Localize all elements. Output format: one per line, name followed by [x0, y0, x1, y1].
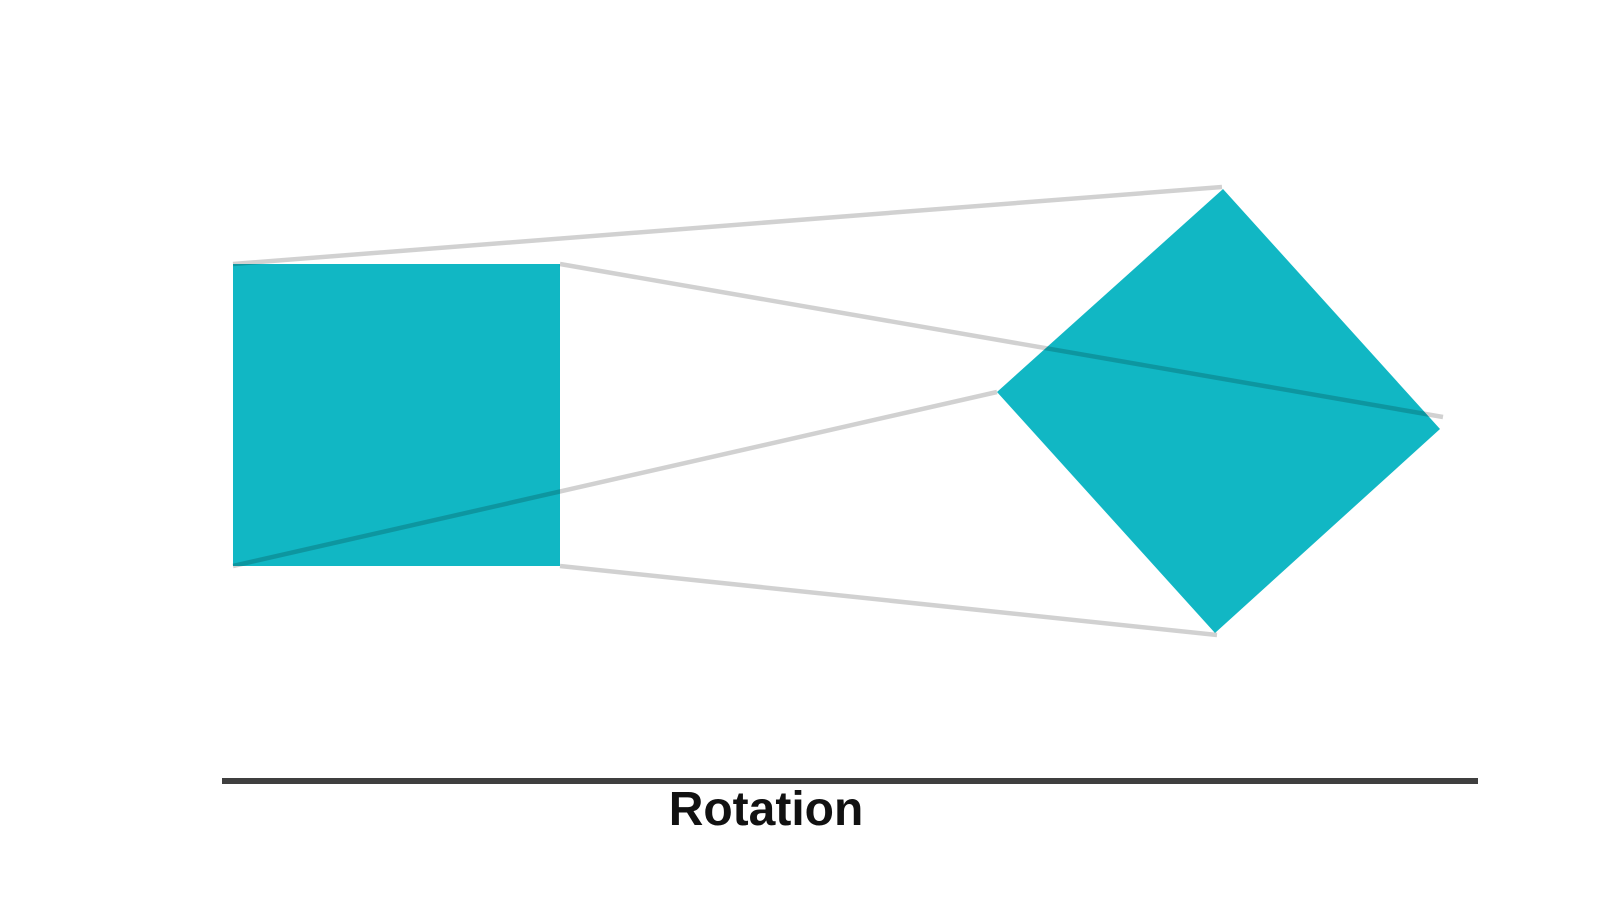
- connector-line-bottom-left: [232, 389, 998, 569]
- rotated-square: [997, 189, 1440, 633]
- original-square: [233, 264, 560, 566]
- connector-line-top-left: [232, 184, 1223, 267]
- rotation-label: Rotation: [668, 783, 864, 836]
- connector-line-bottom-right: [559, 563, 1218, 638]
- connector-line-top-right: [559, 261, 1444, 420]
